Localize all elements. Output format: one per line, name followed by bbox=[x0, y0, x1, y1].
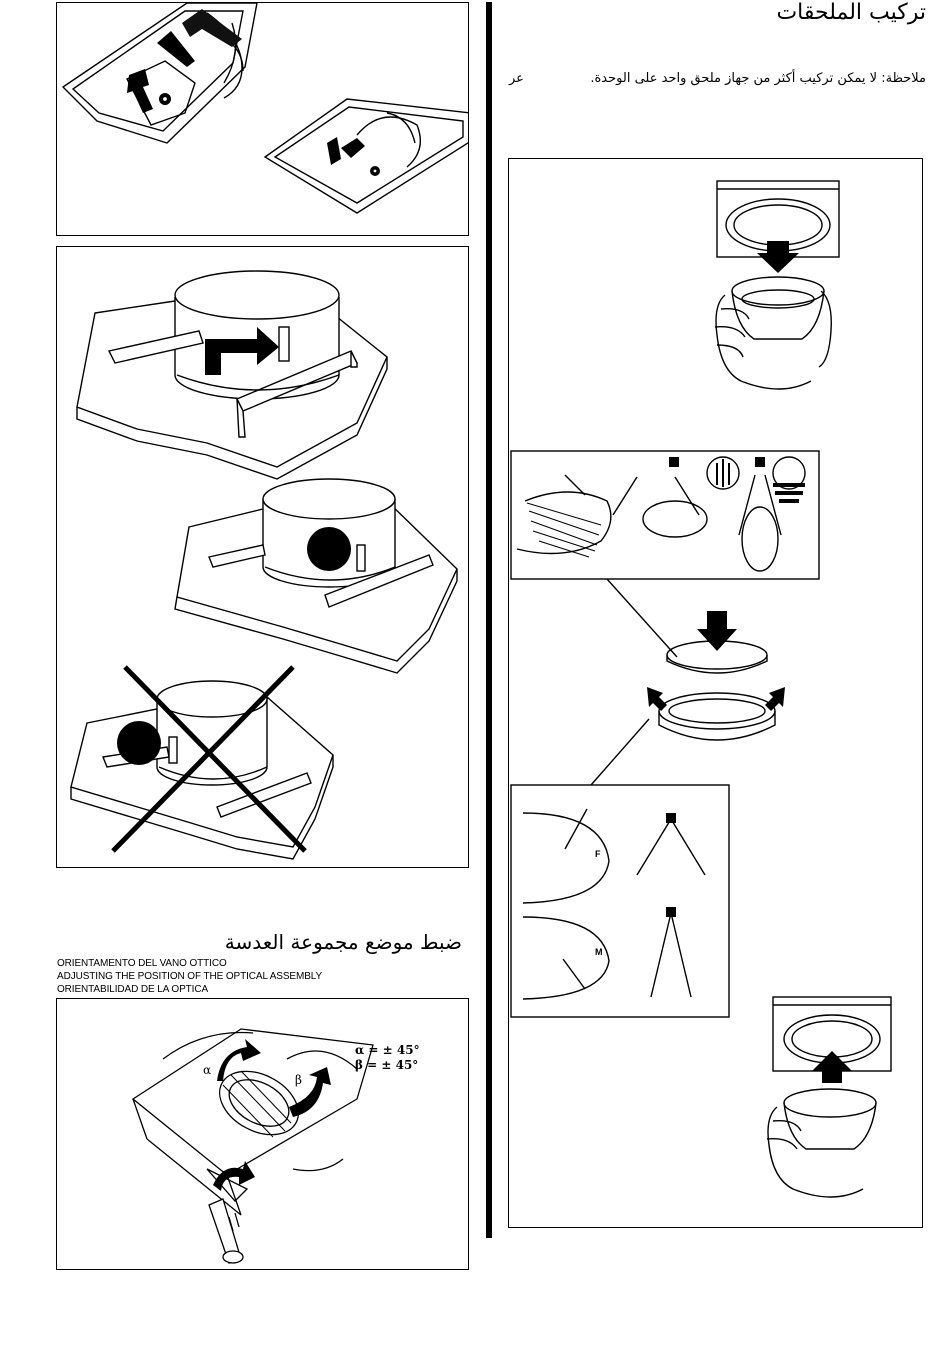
caption-spanish: ORIENTABILIDAD DE LA OPTICA bbox=[57, 984, 208, 995]
arrow-down-icon bbox=[697, 611, 737, 651]
light-source-icon bbox=[666, 907, 676, 917]
optical-adjust-panel: α = ± 45° β = ± 45° α β bbox=[56, 998, 469, 1270]
accessory-install-illustration bbox=[509, 159, 923, 1228]
rotate-arrow-icon bbox=[217, 1039, 261, 1081]
light-source-icon bbox=[666, 813, 676, 823]
beta-symbol: β bbox=[295, 1073, 302, 1087]
arrow-down-icon bbox=[757, 241, 799, 273]
caption-english: ADJUSTING THE POSITION OF THE OPTICAL AS… bbox=[57, 971, 322, 982]
arrow-diag-icon bbox=[765, 687, 785, 711]
note-text: ملاحظة: لا يمكن تركيب أكثر من جهاز ملحق … bbox=[516, 70, 926, 87]
alpha-range-label: α = ± 45° bbox=[355, 1043, 420, 1057]
lens-mark-m: M bbox=[595, 947, 603, 957]
alpha-symbol: α bbox=[203, 1063, 211, 1077]
section-title: تركيب الملحقات bbox=[776, 0, 926, 25]
arrow-diag-icon bbox=[647, 687, 667, 711]
position-marker-icon bbox=[117, 721, 161, 765]
rotate-arrow-icon bbox=[213, 1161, 255, 1191]
housing-orientation-panel bbox=[56, 246, 469, 868]
optical-adjust-illustration bbox=[57, 999, 469, 1270]
accessory-install-panel: F M bbox=[508, 158, 923, 1228]
lens-mark-f: F bbox=[595, 849, 601, 859]
housing-orientation-illustration bbox=[57, 247, 469, 868]
clip-install-panel bbox=[56, 2, 469, 236]
lens-section-title: ضبط موضع مجموعة العدسة bbox=[225, 930, 462, 954]
position-marker-icon bbox=[307, 527, 351, 571]
beta-range-label: β = ± 45° bbox=[355, 1058, 418, 1072]
light-source-icon bbox=[755, 457, 765, 467]
note-fragment: عر bbox=[509, 71, 524, 86]
caption-italian: ORIENTAMENTO DEL VANO OTTICO bbox=[57, 958, 227, 969]
column-divider bbox=[486, 2, 492, 1238]
clip-install-illustration bbox=[57, 3, 469, 236]
light-source-icon bbox=[669, 457, 679, 467]
screwdriver-icon bbox=[209, 1199, 243, 1263]
